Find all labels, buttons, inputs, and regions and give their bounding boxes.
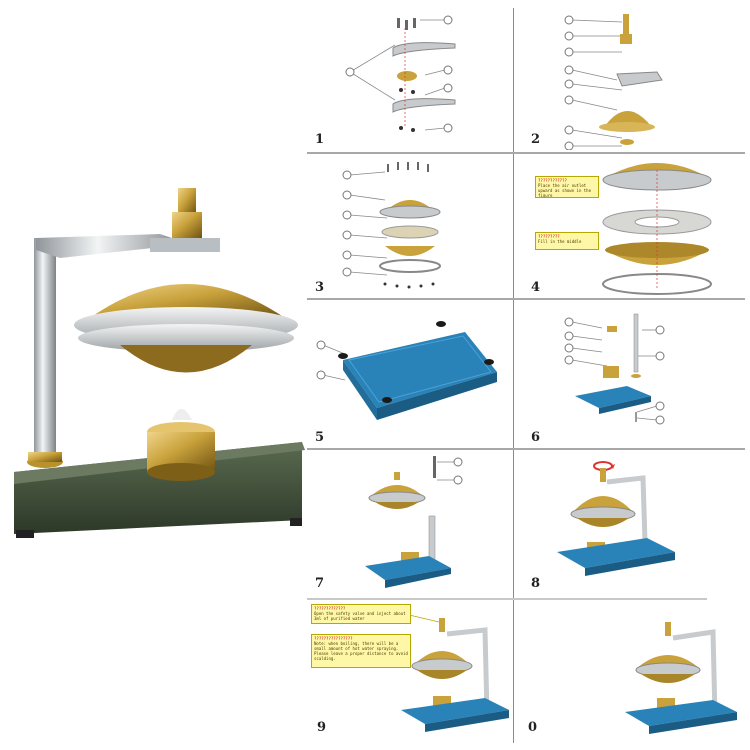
step-number: 8 (531, 576, 541, 591)
safety-valve (178, 188, 196, 214)
note-text-en: Fill in the middle (538, 239, 582, 244)
row-divider (307, 598, 707, 600)
note-text-en: Place the air outlet upward as shown in … (538, 183, 591, 198)
step-number: 6 (531, 430, 541, 445)
step-number: 7 (315, 576, 325, 591)
step-panel-6: 6 (527, 300, 749, 450)
row-divider (307, 298, 745, 300)
vertical-divider (513, 8, 514, 743)
step-panel-10: 10 (527, 600, 749, 750)
step-number: 9 (317, 720, 327, 735)
step-number: 4 (531, 280, 541, 295)
row-divider (307, 448, 745, 450)
callout-note: ???????????? Place the air outlet upward… (535, 176, 599, 198)
callout-note: ???????????????? Note: when boiling, the… (311, 634, 411, 668)
step-panel-2: 2 (527, 0, 749, 150)
note-text-cn: ????????????? (314, 606, 346, 611)
note-text-cn: ????????? (538, 234, 560, 239)
step-number: 10 (527, 720, 538, 735)
step-panel-5: 5 (305, 300, 527, 450)
step-number: 1 (315, 132, 325, 147)
note-text-cn: ???????????????? (314, 636, 353, 641)
step-panel-8: 8 (527, 450, 749, 600)
note-text-en: Open the safety valve and inject about 3… (314, 611, 406, 621)
step-panel-3: 3 (305, 150, 527, 300)
assembly-steps-grid: 1 2 (305, 0, 750, 750)
step-panel-9: ????????????? Open the safety valve and … (305, 600, 527, 750)
step-panel-7: 7 (305, 450, 527, 600)
step-number: 2 (531, 132, 541, 147)
support-pillar (34, 238, 56, 464)
step-number: 5 (315, 430, 325, 445)
product-photo (14, 188, 305, 538)
note-text-cn: ???????????? (538, 178, 567, 183)
step-number: 3 (315, 280, 325, 295)
note-text-en: Note: when boiling, there will be a smal… (314, 641, 408, 661)
step-panel-1: 1 (305, 0, 527, 150)
callout-note: ????????????? Open the safety valve and … (311, 604, 411, 624)
step-panel-4: ???????????? Place the air outlet upward… (527, 150, 749, 300)
callout-note: ????????? Fill in the middle (535, 232, 599, 250)
row-divider (307, 152, 745, 154)
